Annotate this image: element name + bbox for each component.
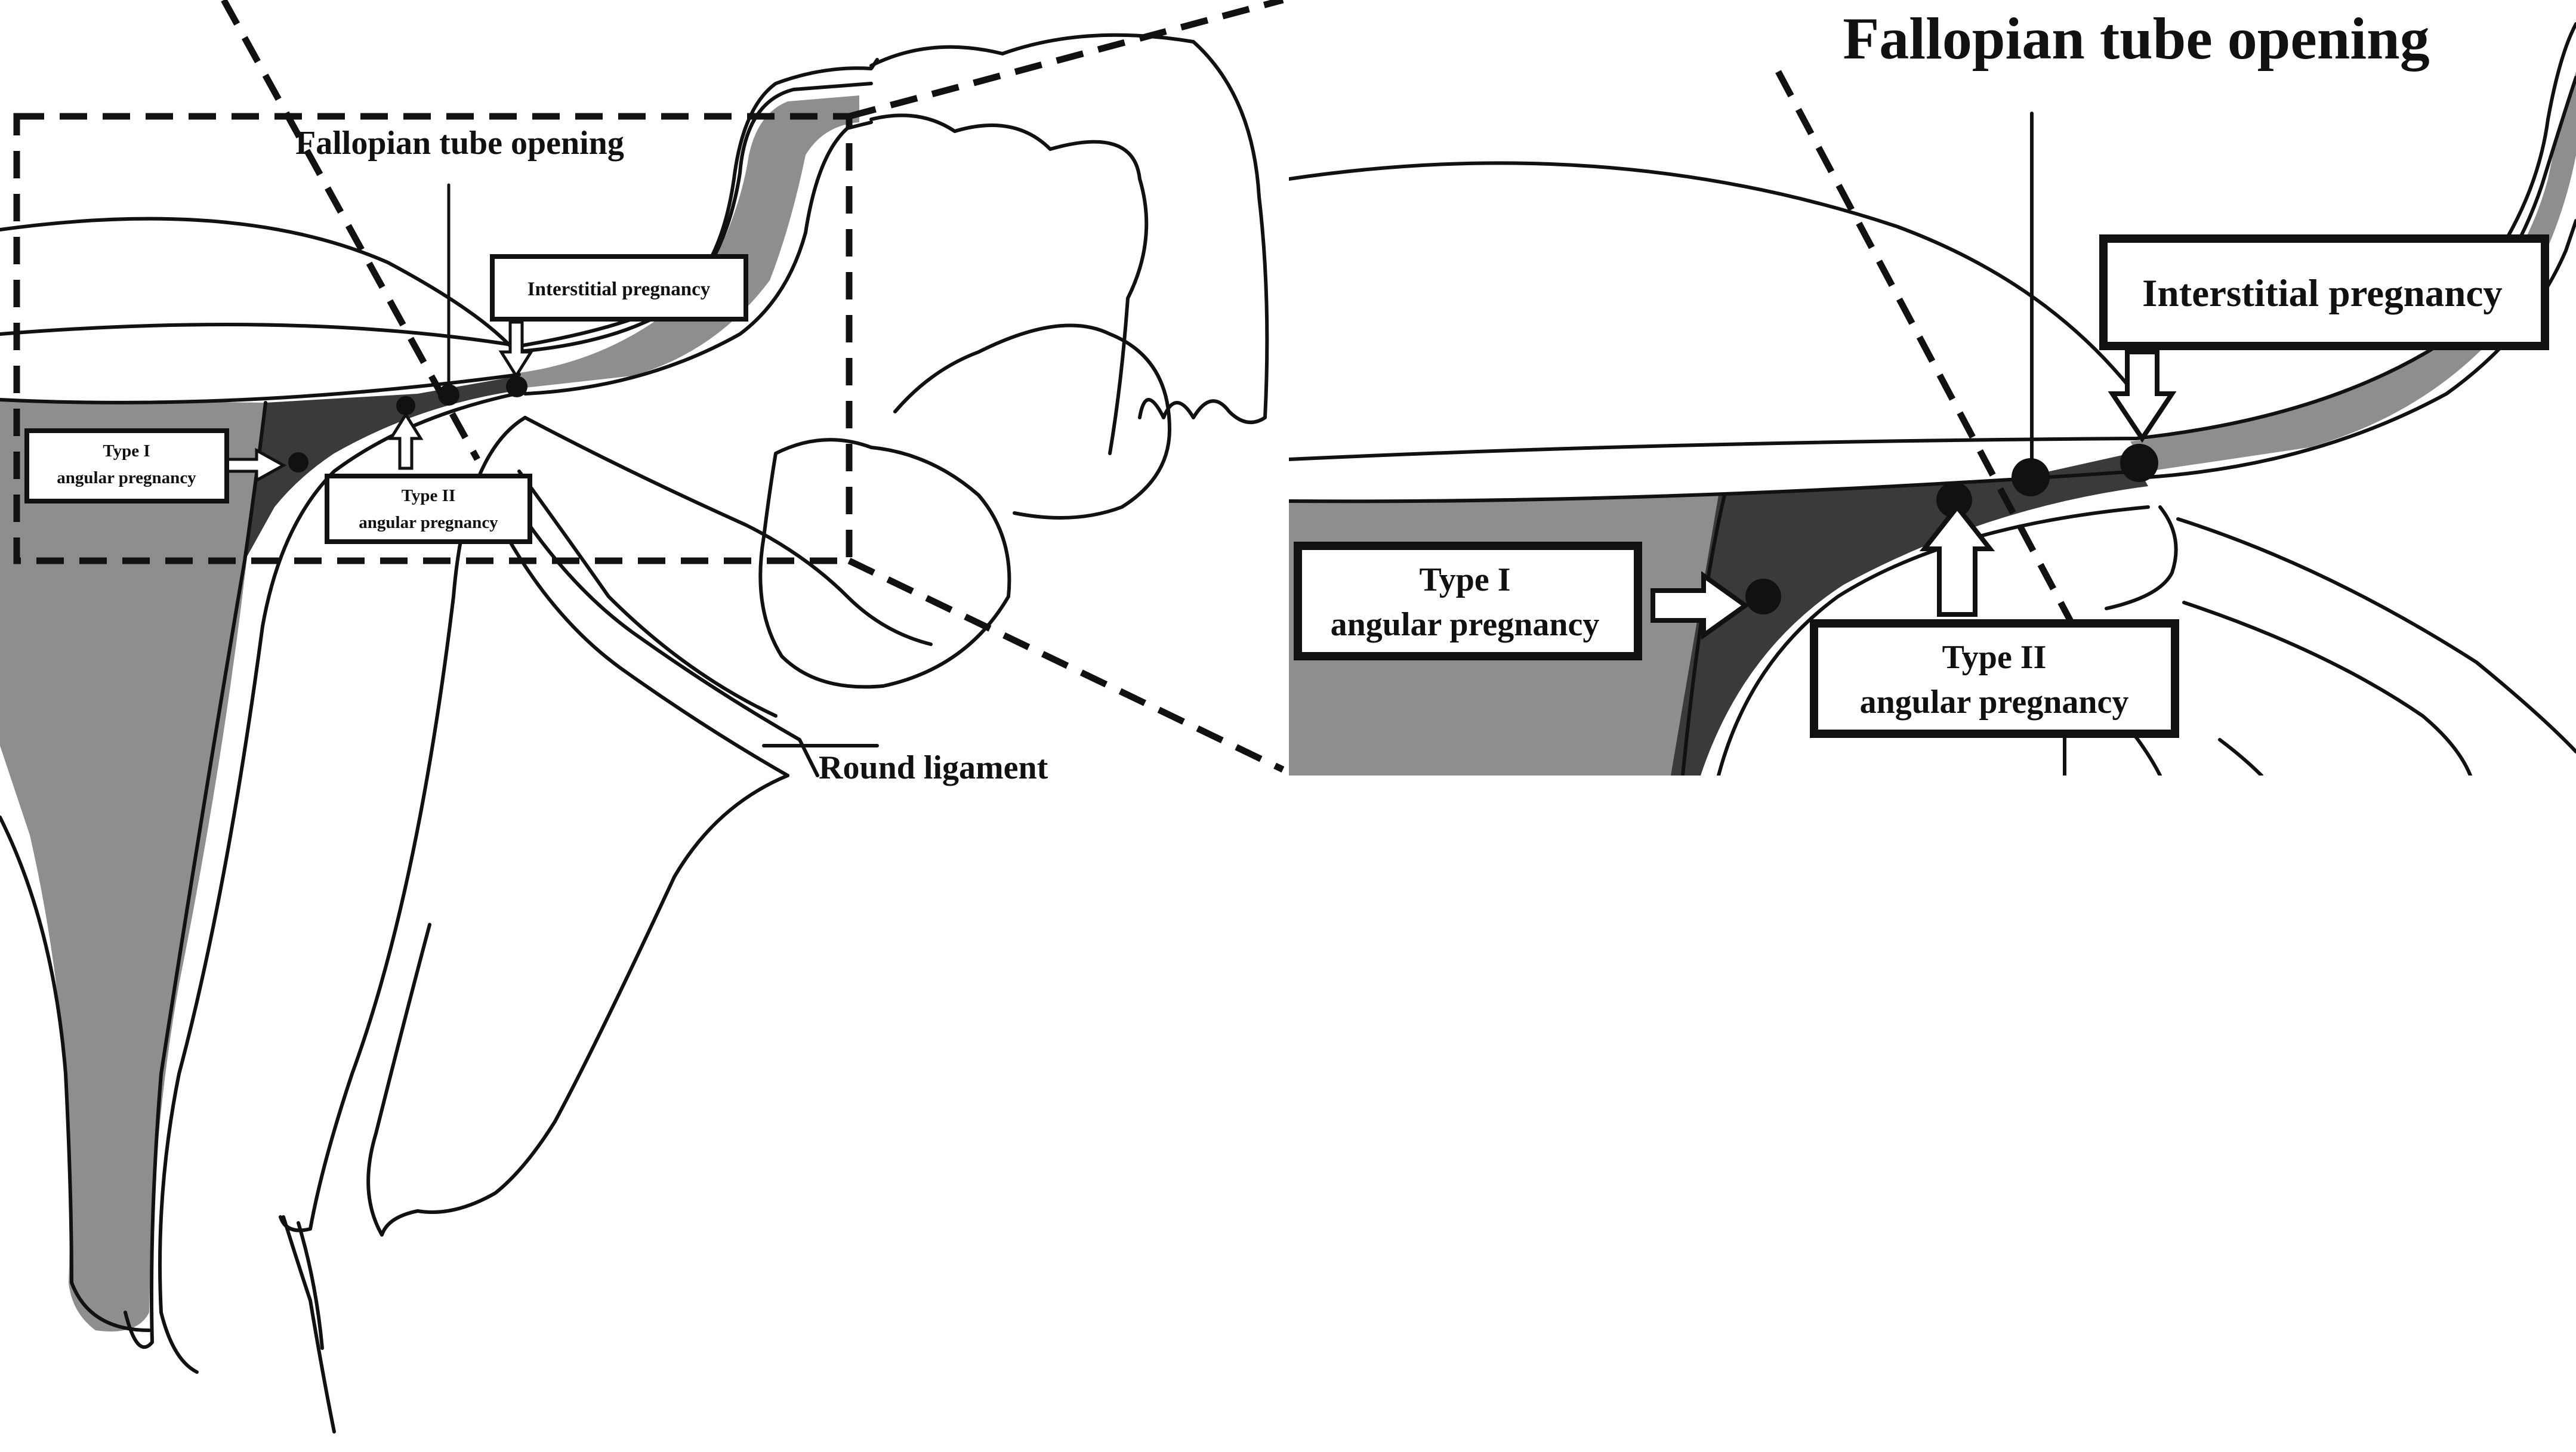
zoom-type1-arrow bbox=[1651, 571, 1750, 640]
endometrium-inner bbox=[124, 401, 267, 1349]
cervix-tip bbox=[282, 1215, 336, 1434]
zoom-interstitial-label-box bbox=[2099, 234, 2549, 350]
zoom-type1-label-line2: angular pregnancy bbox=[1331, 606, 1600, 643]
round-ligament-line bbox=[511, 499, 819, 777]
overview-panel: Fallopian tube opening Interstitial preg… bbox=[0, 0, 1285, 1434]
round-ligament-line-2 bbox=[505, 535, 789, 777]
cavity-left-wall bbox=[0, 815, 151, 1332]
type2-dot bbox=[396, 396, 415, 415]
zoom-ligament bbox=[2105, 505, 2178, 610]
type1-label-box bbox=[24, 428, 229, 503]
ligament-band-2 bbox=[517, 469, 778, 718]
type2-label-line2: angular pregnancy bbox=[359, 513, 498, 532]
interstitial-label: Interstitial pregnancy bbox=[527, 279, 711, 300]
myometrium-outer bbox=[158, 392, 518, 1374]
zoom-type2-label-box bbox=[1810, 619, 2179, 738]
zoom-interstitial-arrow bbox=[2108, 350, 2177, 443]
axis-dashed-line bbox=[221, 0, 480, 461]
zoom-endometrium-top bbox=[1289, 469, 2138, 503]
zoom-panel: Interstitial pregnancy Type I angular pr… bbox=[1289, 22, 2576, 776]
zoom-cornual-zone bbox=[1671, 453, 2148, 776]
zoom-connector-top bbox=[848, 0, 1284, 120]
zoom-type1-dot bbox=[1745, 579, 1781, 614]
ovary-lower bbox=[758, 438, 1011, 689]
type1-dot bbox=[288, 452, 308, 472]
ligament-band bbox=[523, 416, 933, 646]
opening-dot bbox=[438, 384, 459, 406]
zoom-interstitial-dot bbox=[2120, 444, 2158, 482]
type2-label-line1: Type II bbox=[402, 486, 456, 505]
type1-arrow bbox=[225, 447, 287, 483]
uterine-cavity bbox=[0, 400, 266, 1331]
zoom-type1-label-box bbox=[1294, 542, 1642, 660]
type1-label-line2: angular pregnancy bbox=[57, 468, 196, 487]
broad-ligament bbox=[366, 774, 789, 1237]
zoom-axis-dashed-line bbox=[1775, 70, 2080, 634]
zoom-ligament-3 bbox=[2182, 601, 2472, 776]
type2-arrow bbox=[388, 412, 424, 470]
interstitial-dot bbox=[506, 376, 527, 397]
fallopian-label: Fallopian tube opening bbox=[295, 125, 624, 162]
zoom-type2-label-line1: Type II bbox=[1942, 639, 2047, 676]
tube-wall-lower bbox=[523, 121, 873, 396]
cervix-tip-2 bbox=[297, 1221, 324, 1350]
zoom-interstitial-label: Interstitial pregnancy bbox=[2142, 272, 2503, 315]
zoom-type2-dot bbox=[1936, 482, 1972, 518]
round-ligament-label: Round ligament bbox=[819, 749, 1048, 786]
zoom-opening-dot bbox=[2012, 458, 2050, 496]
zoom-ligament-2 bbox=[2176, 517, 2576, 753]
type2-label-box bbox=[325, 474, 532, 544]
zoom-fundus-arc bbox=[1289, 161, 2150, 413]
zoom-type2-label-line2: angular pregnancy bbox=[1860, 684, 2129, 721]
fimbria bbox=[869, 33, 1269, 424]
zoom-fundus-line bbox=[1289, 76, 2576, 461]
zoom-frame bbox=[13, 113, 853, 564]
zoom-fallopian-label: Fallopian tube opening bbox=[1843, 5, 2430, 72]
zoom-myometrium bbox=[1717, 505, 2150, 776]
interstitial-arrow bbox=[498, 320, 534, 379]
cornual-zone bbox=[245, 376, 519, 561]
uterine-fundus-line bbox=[0, 217, 515, 351]
zoom-connector-bottom bbox=[847, 558, 1285, 773]
zoom-type2-arrow bbox=[1919, 503, 1995, 617]
interstitial-label-box bbox=[490, 254, 748, 322]
ovary-lobe bbox=[893, 323, 1171, 520]
ovary-upper bbox=[869, 113, 1149, 455]
tube-lumen bbox=[519, 95, 859, 388]
type1-label-line1: Type I bbox=[103, 441, 150, 461]
zoom-type1-label-line1: Type I bbox=[1420, 561, 1511, 598]
zoom-tube-lumen bbox=[2130, 72, 2576, 471]
